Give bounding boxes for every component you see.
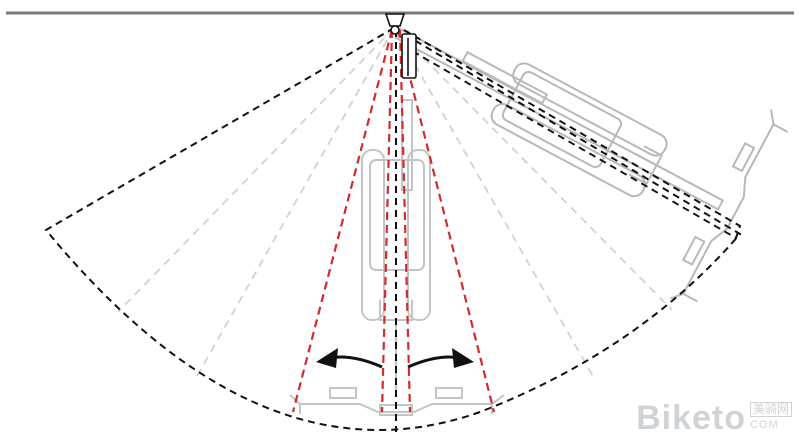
watermark-domain: COM: [749, 419, 779, 431]
ceiling-mount-bracket: [384, 13, 417, 79]
swung-stem-outline: [399, 29, 742, 240]
swing-left-arrow-icon: [316, 348, 383, 369]
guide-rays: [117, 27, 673, 379]
sweep-outline: [44, 27, 742, 431]
watermark-cn: 美骑网: [749, 402, 792, 417]
watermark-logo: Biketo 美骑网 COM: [636, 401, 792, 435]
swing-right-arrow-icon: [407, 348, 474, 369]
watermark-brand: Biketo: [636, 399, 746, 437]
watermark-side: 美骑网 COM: [749, 402, 792, 432]
bike-hanging-vertical: [289, 99, 505, 416]
swing-range-lines: [291, 29, 496, 413]
